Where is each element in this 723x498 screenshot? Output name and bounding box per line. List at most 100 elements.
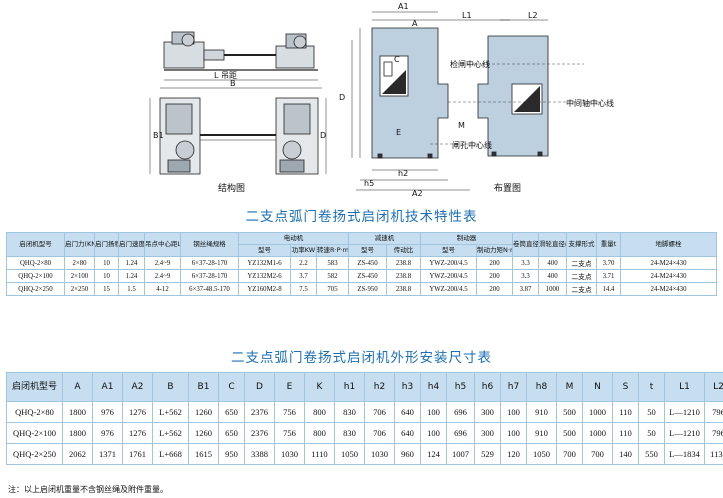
dim-l1-label: L1 <box>462 11 472 20</box>
dim-table-cell: 706 <box>364 401 395 423</box>
dim-table-header: D <box>244 372 275 402</box>
dim-h5-label: h5 <box>364 179 374 188</box>
spec-table-cell: QHQ-2×80 <box>6 256 65 270</box>
dim-table-cell: 100 <box>500 401 527 423</box>
dim-table-cell: 650 <box>218 422 245 444</box>
dim-a-label: A <box>412 19 418 28</box>
dim-e-label: M <box>458 121 465 130</box>
spec-table-cell: YZ160M2-8 <box>238 282 291 296</box>
dim-table-cell: 700 <box>582 443 613 465</box>
dim-table-cell: 1260 <box>188 422 219 444</box>
dim-table-header: B <box>152 372 189 402</box>
dim-table-cell: L+562 <box>152 422 189 444</box>
dim-table-cell: 1000 <box>582 401 613 423</box>
spec-table-cell: 3.3 <box>512 256 540 270</box>
dim-table-cell: 2376 <box>244 401 275 423</box>
spec-table-cell: YWZ-200/4.5 <box>420 282 478 296</box>
spec-header-brake-torque: 制动力矩N·m <box>476 244 514 257</box>
dim-table-cell: 830 <box>334 401 365 423</box>
spec-table-cell: YZ132M1-6 <box>238 256 291 270</box>
hoist-center-note: 中间轴中心线 <box>566 98 614 108</box>
dim-table-cell: 976 <box>92 401 123 423</box>
dim-table-header: h2 <box>364 372 395 402</box>
spec-table-cell: 4-12 <box>144 282 181 296</box>
dim-table-cell: 500 <box>556 422 583 444</box>
dim-table-cell: 1030 <box>364 443 395 465</box>
dim-table-cell: 50 <box>638 401 665 423</box>
spec-header-stroke: 启门扬程m <box>94 232 119 257</box>
dim-table-cell: 1615 <box>188 443 219 465</box>
spec-table-cell: 14.4 <box>596 282 622 296</box>
dim-table-cell: 706 <box>364 422 395 444</box>
gate-center-note: 检闸中心线 <box>450 59 490 69</box>
spec-table-cell: QHQ-2×250 <box>6 282 65 296</box>
dim-table-cell: 300 <box>474 422 501 444</box>
dim-table-cell: 800 <box>304 401 335 423</box>
spec-table-cell: 200 <box>476 256 514 270</box>
dim-table-cell: 796 <box>704 401 723 423</box>
spec-header-rope: 钢丝绳规格 <box>180 232 239 257</box>
dim-table-cell: 960 <box>394 443 421 465</box>
dim-table-cell: 1030 <box>274 443 305 465</box>
spec-header-reducer-model: 型号 <box>348 244 388 257</box>
spec-table: 启闭机型号 启门力(KN) 启门扬程m 启门速度m/min 吊点中心距L(m) … <box>6 232 718 296</box>
spec-table-cell: 1.24 <box>118 269 145 283</box>
spec-table-cell: 10 <box>94 256 119 270</box>
dim-table-header: A1 <box>92 372 123 402</box>
dim-table-header: h5 <box>446 372 475 402</box>
spec-table-cell: 6×37-48.5-170 <box>180 282 239 296</box>
dim-a1-label: A1 <box>398 2 409 11</box>
dim-table-cell: 1800 <box>62 401 93 423</box>
dim-table-cell: L—1210 <box>664 401 705 423</box>
spec-table-cell: 2×80 <box>64 256 95 270</box>
spec-table-title: 二支点弧门卷扬式启闭机技术特性表 <box>245 209 478 225</box>
spec-header-motor-group: 电动机 <box>237 232 350 245</box>
dim-table-cell: 830 <box>334 422 365 444</box>
layout-caption: 布置图 <box>494 182 521 194</box>
dim-table-cell: 696 <box>446 401 475 423</box>
dim-table-cell: 1050 <box>526 443 557 465</box>
dim-table-header: S <box>612 372 639 402</box>
spec-table-cell: 583 <box>315 256 350 270</box>
spec-table-cell: 3.3 <box>512 269 540 283</box>
spec-table-cell: 3.7 <box>290 269 317 283</box>
spec-table-cell: 200 <box>476 269 514 283</box>
spec-table-cell: 24-M24×430 <box>620 269 718 283</box>
dim-table-cell: 950 <box>218 443 245 465</box>
spec-table-cell: 1.5 <box>118 282 145 296</box>
dim-table-cell: 1800 <box>62 422 93 444</box>
spec-header-brake-model: 型号 <box>420 244 478 257</box>
spec-header-speed: 启门速度m/min <box>118 232 145 257</box>
spec-table-cell: 2.4~9 <box>144 269 181 283</box>
spec-table-cell: 238.8 <box>386 282 422 296</box>
spec-table-cell: 2.2 <box>290 256 317 270</box>
dim-table-cell: 2062 <box>62 443 93 465</box>
dim-table-cell: 1276 <box>122 401 153 423</box>
layout-drawing <box>351 11 600 191</box>
dim-table-header: h4 <box>420 372 447 402</box>
dim-table-header: N <box>582 372 613 402</box>
dim-table-cell: 1000 <box>582 422 613 444</box>
dim-table-cell: 500 <box>556 401 583 423</box>
spec-table-cell: ZS-450 <box>348 269 388 283</box>
dim-table-cell: 1110 <box>304 443 335 465</box>
spec-table-cell: 6×37-28-170 <box>180 269 239 283</box>
spec-table-cell: YWZ-200/4.5 <box>420 256 478 270</box>
dim-table-cell: 529 <box>474 443 501 465</box>
dim-table-cell: 640 <box>394 401 421 423</box>
spec-header-brake-group: 制动器 <box>420 232 514 245</box>
dim-h2-label: h2 <box>398 169 408 178</box>
spec-table-cell: 15 <box>94 282 119 296</box>
dim-table-header: C <box>218 372 245 402</box>
spec-table-cell: 3.70 <box>596 256 622 270</box>
spec-header-support: 支撑形式 <box>566 232 598 257</box>
dim-table-header: L2 <box>704 372 723 402</box>
dim-table-cell: 550 <box>638 443 665 465</box>
spec-table-cell: ZS-450 <box>348 256 388 270</box>
dim-table-header: 启闭机型号 <box>6 372 63 402</box>
footnote: 注：以上启闭机重量不含钢丝绳及附件重量。 <box>8 485 168 494</box>
dim-table-header: A2 <box>122 372 153 402</box>
dim-table-cell: 300 <box>474 401 501 423</box>
